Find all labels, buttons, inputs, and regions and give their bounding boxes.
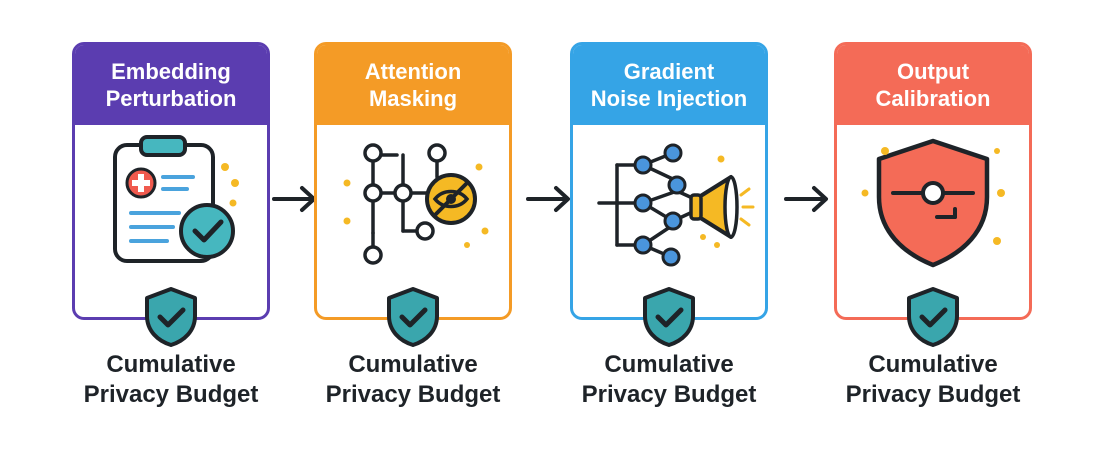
stage-title-line: Gradient <box>623 59 715 84</box>
stage-title-line: Noise Injection <box>590 86 748 111</box>
shield-check-icon <box>907 287 959 347</box>
budget-line: Privacy Budget <box>325 381 501 408</box>
network-eye-slash-icon <box>343 143 489 265</box>
arrow-right-icon <box>784 186 828 212</box>
stage-title-line: Attention <box>364 59 462 84</box>
budget-line: Cumulative <box>348 351 478 378</box>
budget-line: Cumulative <box>604 351 734 378</box>
stage-title-line: Calibration <box>875 86 991 111</box>
budget-line: Privacy Budget <box>581 381 757 408</box>
shield-check-icon <box>387 287 439 347</box>
shield-slider-icon <box>861 138 1005 268</box>
stage-title-line: Output <box>896 59 970 84</box>
node-tree-megaphone-icon <box>597 143 755 267</box>
stage-title-line: Perturbation <box>105 86 237 111</box>
budget-line: Cumulative <box>106 351 236 378</box>
clipboard-medical-check-icon <box>113 135 239 263</box>
budget-line: Privacy Budget <box>83 381 259 408</box>
stage-title-line: Masking <box>368 86 458 111</box>
stage-title-line: Embedding <box>111 59 231 84</box>
arrow-right-icon <box>272 186 316 212</box>
arrow-right-icon <box>526 186 570 212</box>
budget-line: Cumulative <box>868 351 998 378</box>
shield-check-icon <box>643 287 695 347</box>
budget-line: Privacy Budget <box>845 381 1021 408</box>
shield-check-icon <box>145 287 197 347</box>
